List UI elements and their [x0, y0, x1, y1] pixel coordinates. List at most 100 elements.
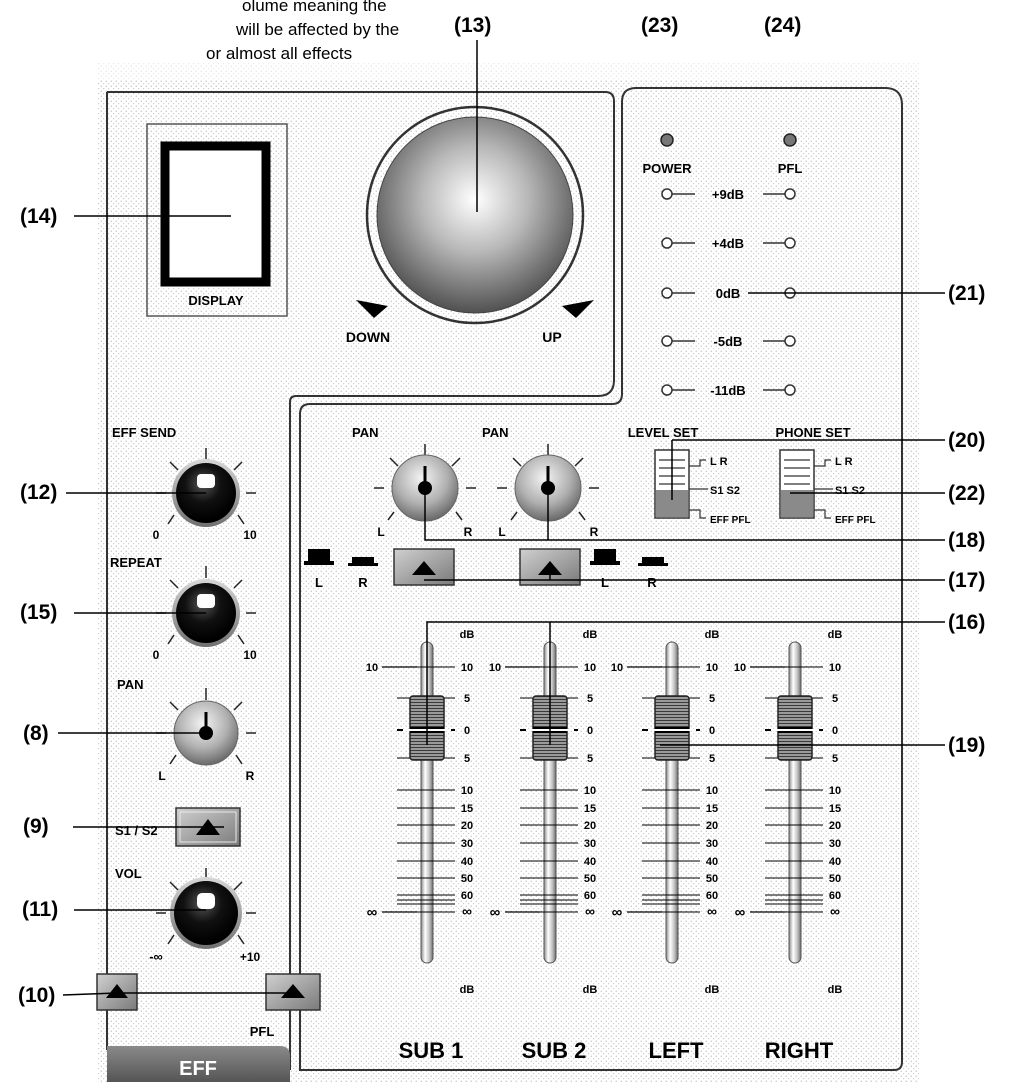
power-label: POWER — [642, 161, 692, 176]
sub1-assign-r-button[interactable] — [348, 557, 378, 566]
channel-name-label: SUB 1 — [399, 1038, 464, 1063]
tick-label: 5 — [709, 693, 715, 705]
meter-led-icon — [661, 287, 673, 299]
eff-section-label: EFF — [179, 1058, 217, 1080]
sub2-l-label: L — [601, 575, 609, 590]
callout-14: (14) — [20, 205, 58, 228]
power-led-icon — [660, 133, 674, 147]
db-top-label: dB — [705, 629, 720, 641]
tick-label: 50 — [584, 873, 596, 885]
jog-wheel[interactable] — [376, 116, 574, 314]
tick-label: ∞ — [830, 903, 840, 919]
tick-label: 5 — [587, 693, 593, 705]
tick-label: 50 — [706, 873, 718, 885]
eff-on-button[interactable] — [96, 973, 138, 1011]
sub1-pfl-button[interactable] — [393, 548, 455, 586]
callout-24: (24) — [764, 14, 802, 37]
meter-level-label: -5dB — [714, 334, 743, 349]
fader-left-inf-mark: ∞ — [735, 904, 746, 921]
vol-label: VOL — [115, 866, 142, 881]
db-top-label: dB — [583, 629, 598, 641]
tick-label: 10 — [461, 662, 473, 674]
repeat-label: REPEAT — [110, 555, 162, 570]
sub1-assign-l-button[interactable] — [304, 549, 334, 565]
level-set-label: LEVEL SET — [628, 425, 699, 440]
eff-section-tab — [107, 1046, 290, 1082]
pfl-button[interactable] — [265, 973, 321, 1011]
pan2-right: R — [590, 525, 599, 539]
tick-label: 40 — [829, 856, 841, 868]
tick-label: 0 — [464, 725, 470, 737]
pan2-label: PAN — [482, 425, 508, 440]
fader-track — [788, 641, 802, 964]
db-top-label: dB — [460, 629, 475, 641]
sub2-assign-l-button[interactable] — [590, 549, 620, 565]
callout-12: (12) — [20, 481, 58, 504]
display-screen — [160, 141, 271, 287]
callout-23: (23) — [641, 14, 679, 37]
effects-panel-border — [107, 91, 615, 1070]
callout-20: (20) — [948, 429, 986, 452]
level-meter-left — [661, 188, 695, 396]
fader-left-inf-mark: ∞ — [612, 904, 623, 921]
tick-label: 20 — [584, 820, 596, 832]
callout-leaders — [58, 40, 945, 996]
db-bottom-label: dB — [705, 984, 720, 996]
callout-21: (21) — [948, 282, 986, 305]
tick-label: 15 — [461, 803, 473, 815]
down-arrow-icon — [356, 300, 388, 318]
tick-label: 10 — [829, 662, 841, 674]
fader-left-top-mark: 10 — [489, 662, 501, 674]
tick-label: 10 — [829, 785, 841, 797]
callout-19: (19) — [948, 734, 986, 757]
tick-label: 10 — [584, 785, 596, 797]
eff-pan-left: L — [158, 769, 165, 783]
fader-cap[interactable] — [771, 695, 819, 761]
tick-label: 30 — [584, 838, 596, 850]
sub2-r-label: R — [647, 575, 657, 590]
phone-opt-effpfl: EFF PFL — [835, 515, 876, 526]
vol-knob[interactable] — [156, 868, 256, 949]
triangle-up-icon — [106, 984, 128, 998]
tick-label: 40 — [584, 856, 596, 868]
pan1-right: R — [464, 525, 473, 539]
intro-line-2: will be affected by the — [236, 20, 400, 39]
sub2-assign-r-button[interactable] — [638, 557, 668, 566]
callout-22: (22) — [948, 482, 986, 505]
pan1-label: PAN — [352, 425, 378, 440]
intro-line-1: olume meaning the — [242, 0, 387, 15]
display-frame — [146, 123, 288, 317]
eff-pan-right: R — [246, 769, 255, 783]
meter-led-icon — [784, 188, 796, 200]
eff-pan-label: PAN — [117, 677, 143, 692]
level-opt-effpfl: EFF PFL — [710, 515, 751, 526]
tick-label: 0 — [832, 725, 838, 737]
fader-cap[interactable] — [648, 695, 696, 761]
phone-opt-s1s2: S1 S2 — [835, 485, 865, 497]
phone-opt-lr: L R — [835, 456, 853, 468]
repeat-max: 10 — [243, 648, 257, 662]
meter-level-label: +4dB — [712, 236, 744, 251]
callout-13: (13) — [454, 14, 492, 37]
fader-left-inf-mark: ∞ — [367, 904, 378, 921]
callout-18: (18) — [948, 529, 986, 552]
eff-send-min: 0 — [153, 528, 160, 542]
tick-label: 5 — [464, 753, 470, 765]
tick-label: 10 — [706, 662, 718, 674]
eff-send-label: EFF SEND — [112, 425, 176, 440]
level-opt-lr: L R — [710, 456, 728, 468]
phone-set-label: PHONE SET — [775, 425, 850, 440]
phone-set-switch[interactable] — [779, 449, 833, 519]
meter-level-label: +9dB — [712, 187, 744, 202]
triangle-up-icon — [281, 984, 305, 998]
meter-level-label: -11dB — [710, 383, 745, 398]
level-opt-s1s2: S1 S2 — [710, 485, 740, 497]
tick-label: 60 — [706, 890, 718, 902]
tick-label: 0 — [587, 725, 593, 737]
db-bottom-label: dB — [828, 984, 843, 996]
channel-name-label: LEFT — [649, 1038, 705, 1063]
